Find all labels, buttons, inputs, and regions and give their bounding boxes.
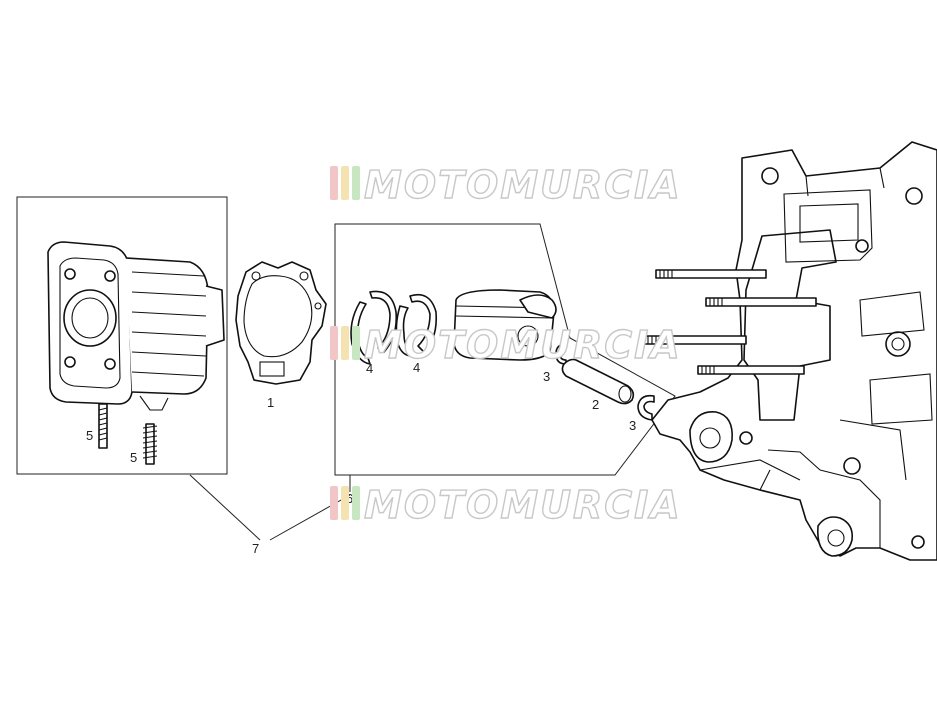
piston-group-frame (334, 223, 676, 476)
watermark-middle: MOTOMURCIA (330, 322, 682, 368)
piston-pin[interactable] (561, 358, 635, 405)
watermark-bottom: MOTOMURCIA (330, 482, 682, 528)
watermark-stripe-1 (330, 166, 338, 200)
crankcase-stud-2 (705, 297, 817, 307)
watermark-stripe-3 (352, 166, 360, 200)
watermark-top: MOTOMURCIA (330, 162, 682, 208)
callout-1: 1 (267, 395, 274, 410)
watermark-stripe-2 (341, 486, 349, 520)
callout-7: 7 (252, 541, 259, 556)
stud-short-left[interactable] (98, 403, 108, 449)
callout-2: 2 (592, 397, 599, 412)
watermark-stripe-2 (341, 166, 349, 200)
callout-4b: 4 (413, 360, 420, 375)
crankcase-stud-4 (697, 365, 805, 375)
watermark-text: MOTOMURCIA (364, 323, 682, 367)
callout-5a: 5 (86, 428, 93, 443)
watermark-text: MOTOMURCIA (364, 163, 682, 207)
watermark-stripe-3 (352, 326, 360, 360)
watermark-text: MOTOMURCIA (364, 483, 682, 527)
piston-ring-lower[interactable] (369, 290, 398, 353)
cylinder-base-gasket[interactable] (235, 261, 327, 385)
callout-3a: 3 (543, 369, 550, 384)
cylinder[interactable] (47, 241, 225, 411)
group-leader-line-left (189, 474, 261, 541)
cylinder-group-frame (16, 196, 228, 475)
crankcase-stud-3 (639, 335, 747, 345)
watermark-stripe-1 (330, 326, 338, 360)
watermark-stripe-1 (330, 486, 338, 520)
callout-5b: 5 (130, 450, 137, 465)
piston-pin-circlip-lower[interactable] (637, 394, 655, 421)
piston-ring-second[interactable] (395, 293, 438, 357)
callout-6: 6 (346, 491, 353, 506)
watermark-stripe-2 (341, 326, 349, 360)
callout-4a: 4 (366, 361, 373, 376)
stud-short-right[interactable] (142, 423, 158, 465)
watermark-stripe-3 (352, 486, 360, 520)
crankcase-stud-1 (655, 269, 767, 279)
piston-pin-circlip-upper[interactable] (555, 343, 567, 365)
callout-3b: 3 (629, 418, 636, 433)
crankcase (651, 141, 937, 561)
piston[interactable] (453, 289, 557, 361)
